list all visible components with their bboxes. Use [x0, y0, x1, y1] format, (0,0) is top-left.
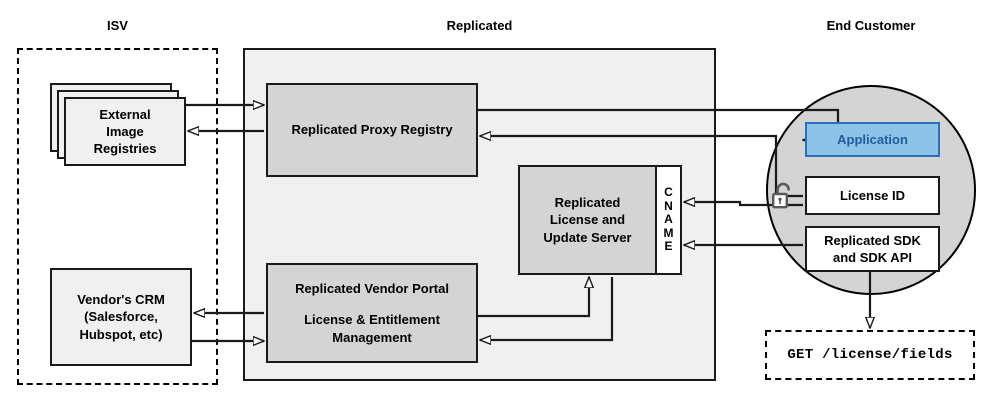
- vendor-portal-line3: Management: [332, 329, 412, 345]
- cname-letter-n: N: [664, 198, 673, 213]
- external-registries-line1: External: [99, 106, 151, 122]
- cname-label-box: C N A M E: [655, 165, 682, 275]
- sdk-line2: and SDK API: [833, 250, 912, 265]
- cname-letter-e: E: [664, 239, 673, 254]
- sdk-line1: Replicated SDK: [824, 232, 921, 248]
- unlocked-padlock-icon: [768, 181, 796, 218]
- license-id-box[interactable]: License ID: [805, 176, 940, 215]
- zone-title-end-customer: End Customer: [826, 18, 916, 33]
- cname-letter-c: C: [664, 185, 673, 200]
- application-box[interactable]: Application: [805, 122, 940, 157]
- replicated-license-update-server[interactable]: Replicated License and Update Server: [518, 165, 657, 275]
- license-server-line1: Replicated: [554, 195, 621, 211]
- external-registries-line2: Image: [106, 123, 144, 139]
- vendors-crm[interactable]: Vendor's CRM (Salesforce, Hubspot, etc): [50, 268, 192, 366]
- license-server-line3: Update Server: [543, 229, 632, 245]
- external-image-registries[interactable]: External Image Registries: [64, 97, 186, 166]
- cname-letter-a: A: [664, 212, 673, 227]
- vendors-crm-line3: Hubspot, etc): [79, 326, 163, 342]
- zone-title-replicated: Replicated: [446, 18, 513, 33]
- cname-letter-m: M: [663, 225, 674, 240]
- vendor-portal-line2: License & Entitlement: [304, 312, 440, 328]
- replicated-vendor-portal[interactable]: Replicated Vendor Portal License & Entit…: [266, 263, 478, 363]
- replicated-sdk-box[interactable]: Replicated SDK and SDK API: [805, 226, 940, 272]
- external-registries-line3: Registries: [93, 141, 157, 157]
- isv-boundary: [17, 48, 218, 385]
- license-server-line2: License and: [549, 212, 626, 228]
- license-id-label: License ID: [839, 187, 906, 203]
- zone-title-isv: ISV: [107, 18, 128, 33]
- proxy-registry-label: Replicated Proxy Registry: [291, 122, 453, 138]
- vendor-portal-line1: Replicated Vendor Portal: [295, 281, 449, 297]
- vendors-crm-line1: Vendor's CRM: [77, 292, 165, 308]
- application-label: Application: [837, 131, 908, 147]
- api-call-label: GET /license/fields: [787, 347, 953, 363]
- api-call-box: GET /license/fields: [765, 330, 975, 380]
- replicated-proxy-registry[interactable]: Replicated Proxy Registry: [266, 83, 478, 177]
- vendors-crm-line2: (Salesforce,: [84, 309, 158, 325]
